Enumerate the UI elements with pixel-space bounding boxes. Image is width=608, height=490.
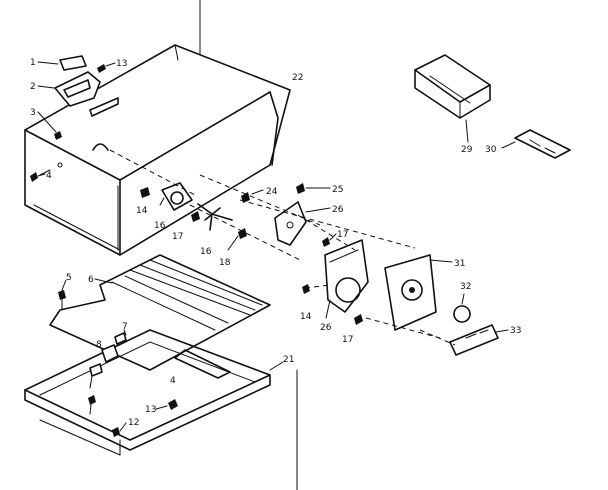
screw-part	[296, 183, 331, 194]
screw-part	[30, 172, 46, 182]
callout-16: 16	[200, 247, 212, 257]
callout-26: 26	[332, 205, 344, 215]
handle-insert-part	[37, 55, 87, 71]
clip-part	[114, 329, 127, 345]
callout-13: 13	[145, 405, 156, 415]
callout-5: 5	[66, 273, 72, 283]
bracket-part	[89, 363, 103, 389]
fan-blade-part	[197, 203, 233, 231]
light-cover-part	[501, 129, 571, 159]
callout-29: 29	[461, 145, 473, 155]
base-pan-part	[24, 329, 284, 456]
callout-31: 31	[454, 259, 465, 269]
fan-motor-part	[159, 182, 193, 211]
callout-14: 14	[136, 206, 148, 216]
screw-part	[88, 395, 96, 415]
callout-12: 12	[128, 418, 139, 428]
callout-13: 13	[116, 59, 127, 69]
screw-part	[58, 279, 67, 311]
screw-part	[241, 189, 264, 203]
screw-part	[112, 422, 127, 437]
screw-part	[322, 233, 337, 247]
screw-part	[227, 228, 247, 251]
evaporator-plate-part	[49, 254, 271, 371]
callout-2: 2	[30, 82, 36, 92]
callout-30: 30	[485, 145, 497, 155]
screw-part	[37, 111, 62, 140]
callout-17: 17	[172, 232, 183, 242]
callout-labels: 1 2 13 3 4 22 14 16 17 16 18 24 25 26 17…	[30, 58, 521, 428]
callout-7: 7	[122, 322, 128, 332]
screw-part	[354, 314, 363, 325]
screw-part	[155, 399, 178, 410]
callout-24: 24	[266, 187, 278, 197]
screw-part	[97, 62, 116, 73]
callout-4: 4	[170, 376, 176, 386]
screw-part	[140, 187, 150, 198]
callout-32: 32	[460, 282, 471, 292]
callout-3: 3	[30, 108, 36, 118]
callout-26: 26	[320, 323, 332, 333]
assembly-lines	[109, 149, 456, 346]
callout-1: 1	[30, 58, 36, 68]
callout-4: 4	[46, 171, 52, 181]
screw-part	[191, 211, 200, 222]
cabinet-shell-part	[24, 44, 291, 256]
callout-18: 18	[219, 258, 231, 268]
callout-25: 25	[332, 185, 343, 195]
screw-part	[302, 284, 310, 294]
callout-14: 14	[300, 312, 312, 322]
callout-6: 6	[88, 275, 94, 285]
callout-16: 16	[154, 221, 166, 231]
control-knob-part	[453, 293, 471, 323]
callout-17: 17	[342, 335, 353, 345]
callout-22: 22	[292, 73, 303, 83]
bracket-part	[101, 344, 119, 363]
callout-8: 8	[96, 340, 102, 350]
handle-part	[37, 71, 101, 107]
callout-21: 21	[283, 355, 294, 365]
callout-33: 33	[510, 326, 521, 336]
callout-17: 17	[337, 230, 348, 240]
control-label-part	[449, 324, 509, 356]
control-housing-part	[384, 254, 453, 331]
shelf-part	[414, 54, 491, 143]
fan-shroud-part	[324, 239, 369, 319]
mounting-bracket-part	[274, 201, 331, 246]
